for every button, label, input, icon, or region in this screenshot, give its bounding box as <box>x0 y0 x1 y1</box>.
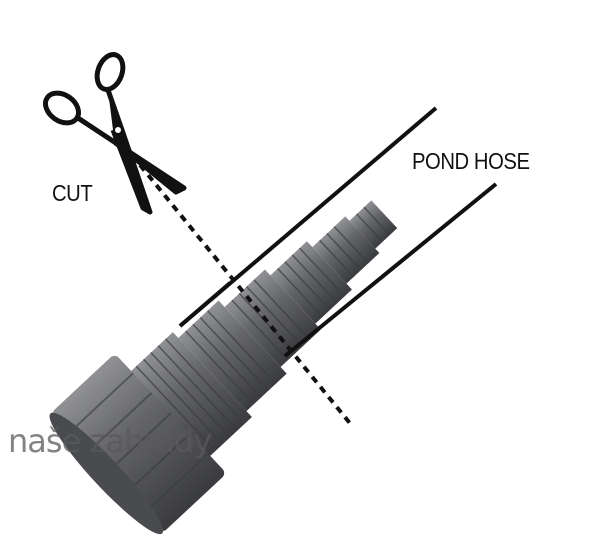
hose-line-lower <box>283 182 498 358</box>
cut-label: CUT <box>52 180 93 206</box>
hose-line-upper-front <box>178 281 232 328</box>
hose-fitting <box>49 200 398 535</box>
watermark: naše zahrady <box>8 422 212 460</box>
cut-line <box>138 163 355 429</box>
pond-hose-label: POND HOSE <box>412 148 530 174</box>
scissors-icon <box>42 52 187 215</box>
